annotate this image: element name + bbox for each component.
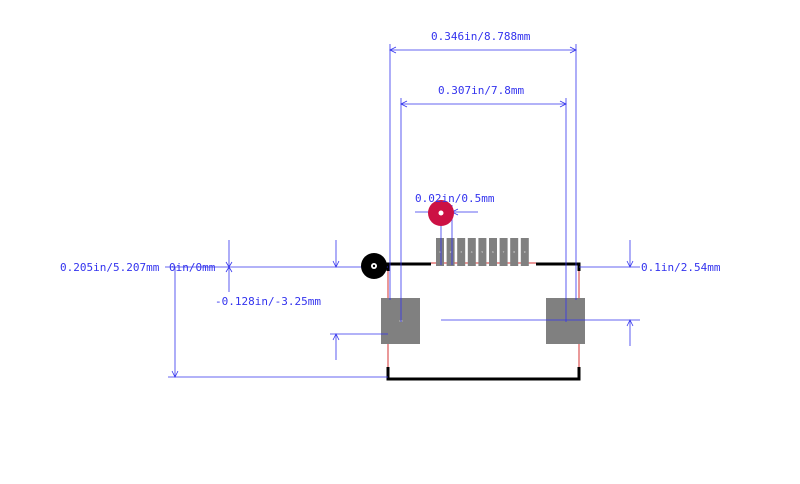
mount-pad-left	[381, 298, 420, 344]
signal-pin-label: 2	[450, 250, 452, 254]
signal-pin-label: 1	[439, 250, 441, 254]
signal-pin	[520, 238, 529, 266]
inner-width-label: 0.307in/7.8mm	[438, 84, 524, 97]
signal-pin	[499, 238, 508, 266]
signal-pin-label: 9	[524, 250, 526, 254]
signal-pin	[457, 238, 466, 266]
signal-pin-label: 4	[471, 250, 473, 254]
signal-pin	[446, 238, 455, 266]
signal-pin-label: 7	[503, 250, 505, 254]
signal-pin-label: 8	[513, 250, 515, 254]
origin-label: 0in/0mm	[169, 261, 216, 274]
signal-pin	[478, 238, 487, 266]
signal-pin	[489, 238, 497, 266]
signal-pins: 1 2 3 4 5 6 7 8 9	[436, 238, 529, 266]
signal-pin-label: 3	[460, 250, 462, 254]
silkscreen-outline	[386, 262, 581, 381]
pitch-label: 0.02in/0.5mm	[415, 192, 495, 205]
pin1-marker-center	[438, 210, 444, 216]
dimension-lines	[165, 44, 640, 378]
overall-width-label: 0.346in/8.788mm	[431, 30, 531, 43]
signal-pin	[467, 238, 476, 266]
signal-pin	[436, 238, 444, 266]
signal-pin-label: 6	[492, 250, 494, 254]
signal-pin-label: 5	[481, 250, 483, 254]
origin-marker-dot	[372, 264, 376, 268]
mount-pad-right	[546, 298, 585, 344]
total-height-label: 0.205in/5.207mm	[60, 261, 160, 274]
signal-pin	[510, 238, 519, 266]
pad-offset-label: -0.128in/-3.25mm	[215, 295, 321, 308]
pin-length-label: 0.1in/2.54mm	[641, 261, 721, 274]
